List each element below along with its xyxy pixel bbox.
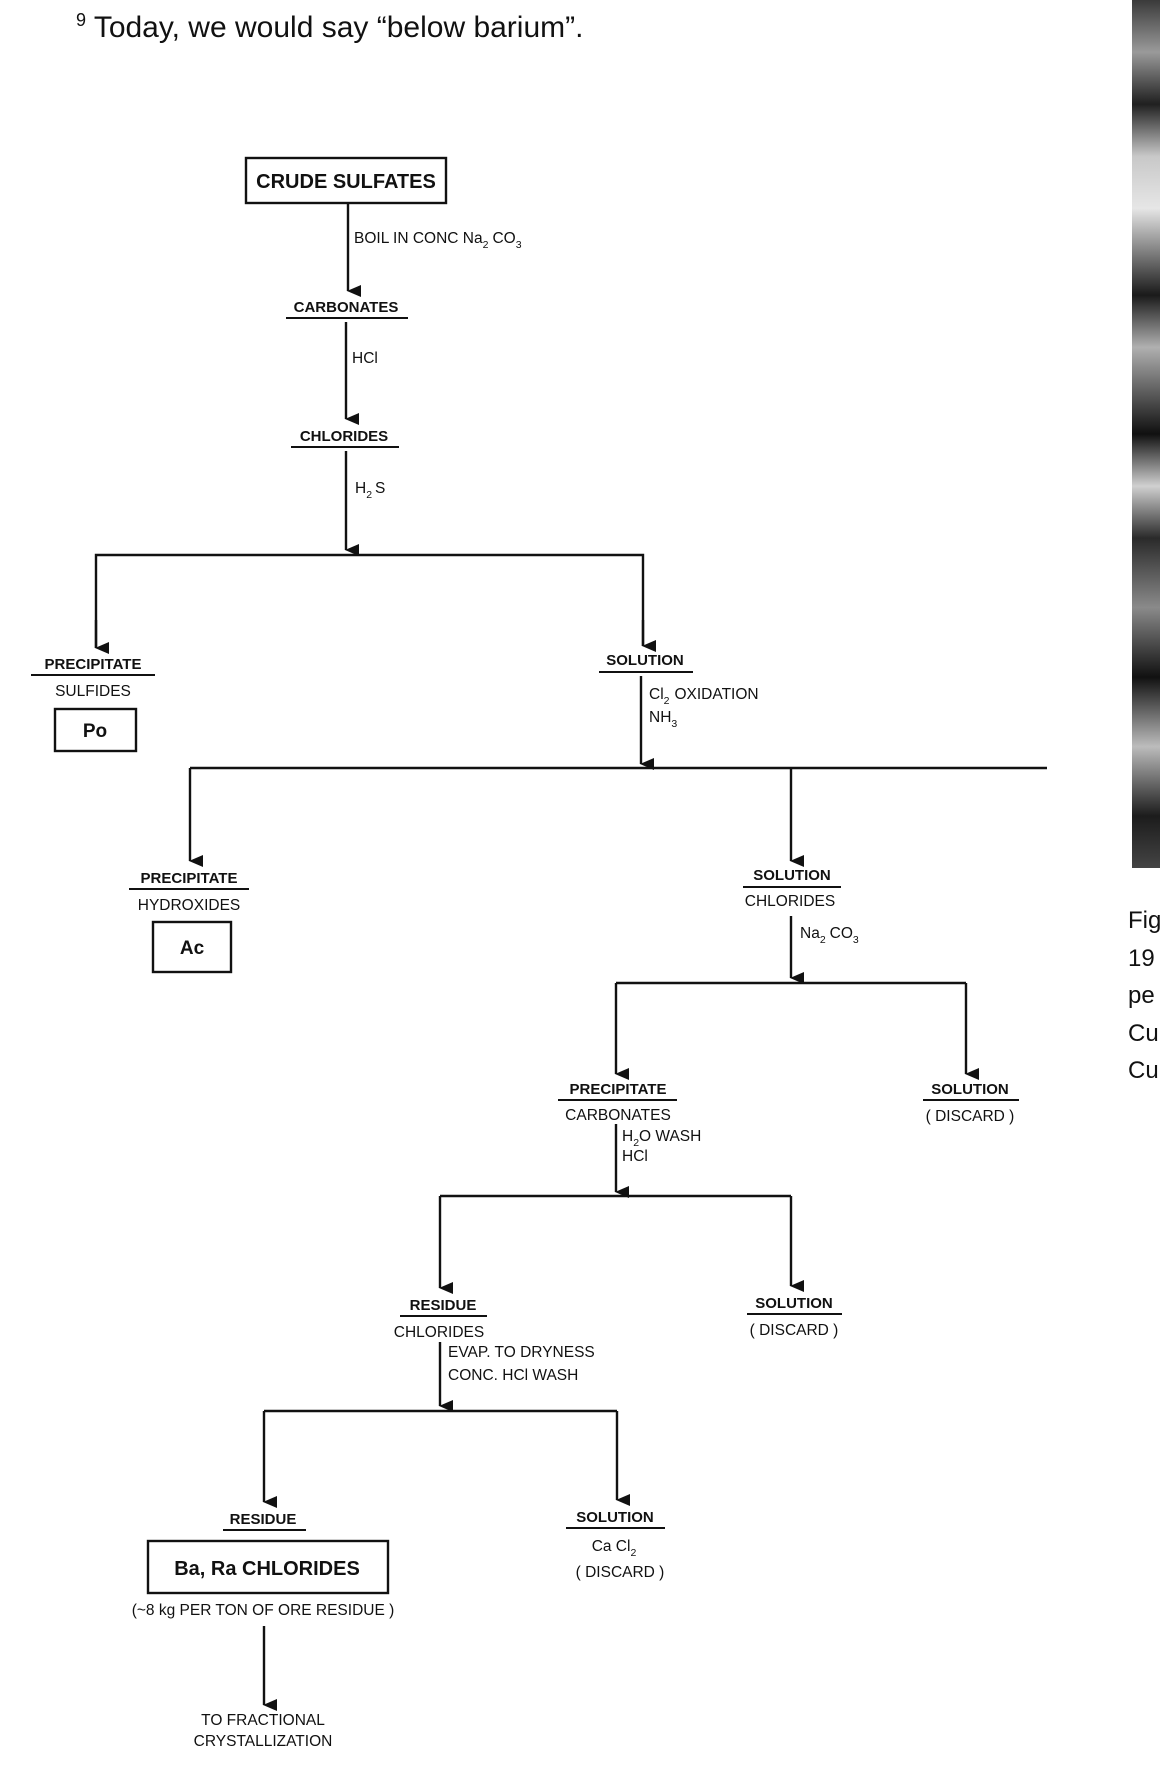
reagent-boil-prefix: BOIL IN CONC Na bbox=[354, 230, 483, 247]
carbonates-heading: CARBONATES bbox=[294, 299, 399, 316]
caption-line-1: Fig bbox=[1128, 907, 1160, 934]
final-step-line1: TO FRACTIONAL bbox=[201, 1712, 325, 1729]
reagent-nh3-sub: 3 bbox=[671, 718, 677, 730]
sulfides-label: SULFIDES bbox=[55, 683, 131, 700]
hydroxides-label: HYDROXIDES bbox=[138, 897, 241, 914]
residue-heading-1: RESIDUE bbox=[410, 1297, 477, 1314]
chlorides-heading: CHLORIDES bbox=[300, 428, 388, 445]
solution-heading-2: SOLUTION bbox=[753, 867, 831, 884]
solution-heading-4: SOLUTION bbox=[755, 1295, 833, 1312]
reagent-cl2-sub: 2 bbox=[664, 695, 670, 707]
caption-line-2: 19 bbox=[1128, 944, 1155, 972]
reagent-cl2-oxidation: Cl2 OXIDATION bbox=[649, 686, 759, 707]
ac-label: Ac bbox=[180, 938, 205, 959]
reagent-hcl-2: HCl bbox=[622, 1148, 648, 1165]
crude-sulfates-label: CRUDE SULFATES bbox=[256, 171, 436, 193]
reagent-cl2-main: Cl bbox=[649, 686, 664, 703]
ba-ra-chlorides-box bbox=[146, 1539, 390, 1595]
caption-line-3: pe bbox=[1128, 982, 1155, 1009]
cacl2-sub: 2 bbox=[630, 1547, 636, 1559]
reagent-boil-sub1: 2 bbox=[483, 239, 489, 251]
reagent-h2o-tail: O WASH bbox=[639, 1128, 701, 1145]
reagent-h2s-tail: S bbox=[375, 480, 385, 497]
cacl2-label: Ca Cl2 bbox=[592, 1538, 637, 1559]
footnote-marker: 9 bbox=[76, 10, 87, 30]
reagent-evap: EVAP. TO DRYNESS bbox=[448, 1344, 595, 1361]
precipitate-heading-2: PRECIPITATE bbox=[141, 870, 238, 887]
yield-label: (~8 kg PER TON OF ORE RESIDUE ) bbox=[132, 1602, 395, 1619]
solution-heading-1: SOLUTION bbox=[606, 652, 684, 669]
caption-line-4: Cu bbox=[1128, 1019, 1159, 1047]
discard-label-2: ( DISCARD ) bbox=[750, 1322, 839, 1339]
solution-heading-5: SOLUTION bbox=[576, 1509, 654, 1526]
reagent-boil-mid: CO bbox=[492, 230, 515, 247]
solution-chlorides-label: CHLORIDES bbox=[745, 893, 835, 910]
reagent-conc-hcl-wash: CONC. HCl WASH bbox=[448, 1367, 578, 1384]
reagent-na2co3-main: Na bbox=[800, 925, 820, 942]
footnote-text: Today, we would say “below barium”. bbox=[93, 11, 584, 44]
reagent-h2o-wash: H2O WASH bbox=[622, 1128, 701, 1149]
reagent-hcl: HCl bbox=[352, 350, 378, 367]
residue-chlorides-label: CHLORIDES bbox=[394, 1324, 484, 1341]
reagent-na2co3: Na2 CO3 bbox=[800, 925, 859, 946]
ba-ra-chlorides-label: Ba, Ra CHLORIDES bbox=[174, 1558, 360, 1580]
reagent-na2co3-mid: CO bbox=[830, 925, 853, 942]
discard-label-3: ( DISCARD ) bbox=[576, 1564, 665, 1581]
reagent-h2s-main: H bbox=[355, 480, 366, 497]
precipitate-heading-1: PRECIPITATE bbox=[45, 656, 142, 673]
reagent-cl2-tail: OXIDATION bbox=[674, 686, 758, 703]
final-step-line2: CRYSTALLIZATION bbox=[194, 1733, 333, 1750]
footnote: 9 Today, we would say “below barium”. bbox=[76, 10, 583, 45]
figure-caption-fragment: Fig 19 pe Cu Cu bbox=[1128, 902, 1160, 1090]
discard-label-1: ( DISCARD ) bbox=[926, 1108, 1015, 1125]
reagent-nh3: NH3 bbox=[649, 709, 677, 730]
crude-sulfates-box bbox=[244, 156, 448, 205]
solution-heading-3: SOLUTION bbox=[931, 1081, 1009, 1098]
precipitate-heading-3: PRECIPITATE bbox=[570, 1081, 667, 1098]
po-box bbox=[53, 707, 138, 753]
po-label: Po bbox=[83, 721, 107, 742]
reagent-h2s-sub: 2 bbox=[366, 489, 372, 501]
reagent-na2co3-sub1: 2 bbox=[820, 934, 826, 946]
cacl2-main: Ca Cl bbox=[592, 1538, 631, 1555]
reagent-na2co3-sub2: 3 bbox=[853, 934, 859, 946]
carbonates-ppt-label: CARBONATES bbox=[565, 1107, 671, 1124]
reagent-nh3-main: NH bbox=[649, 709, 671, 726]
photo-edge-strip bbox=[1132, 0, 1160, 868]
residue-heading-2: RESIDUE bbox=[230, 1511, 297, 1528]
reagent-boil-sub2: 3 bbox=[516, 239, 522, 251]
ac-box bbox=[151, 920, 233, 974]
caption-line-5: Cu bbox=[1128, 1057, 1159, 1084]
reagent-h2o-main: H bbox=[622, 1128, 633, 1145]
reagent-h2o-sub: 2 bbox=[633, 1137, 639, 1149]
branch1-split-lines bbox=[94, 553, 645, 648]
